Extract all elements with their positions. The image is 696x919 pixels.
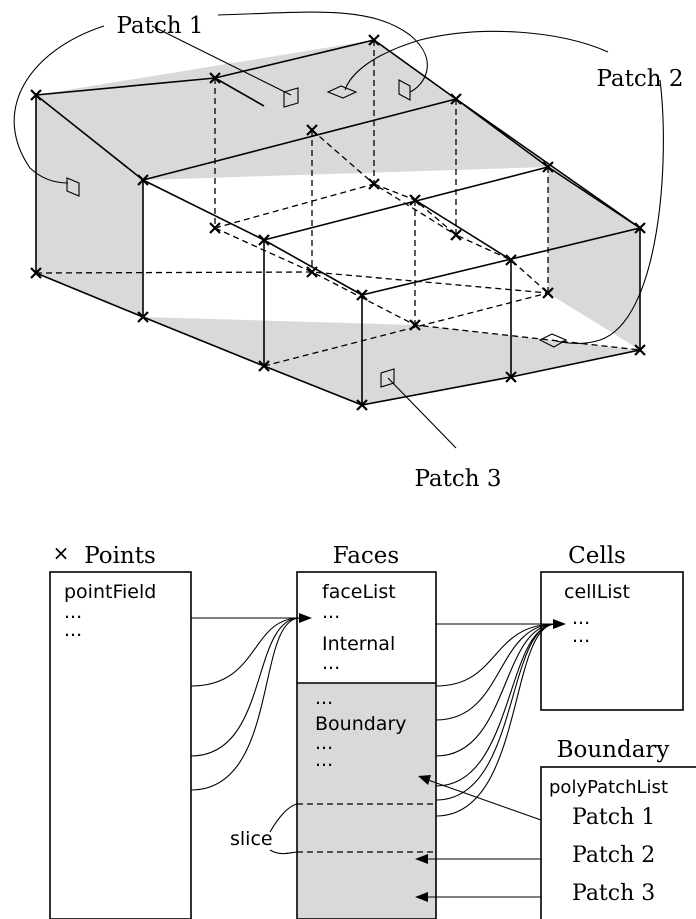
points-title: Points (84, 543, 156, 569)
vertex-marker (137, 174, 149, 186)
vertex-marker (356, 289, 368, 301)
vertex-marker (542, 287, 554, 299)
slice-label: slice (230, 828, 273, 850)
vertex-marker (368, 178, 380, 190)
vertex-marker (209, 222, 221, 234)
points-item-0: pointField (64, 581, 156, 603)
vertex-marker (634, 344, 646, 356)
patch3-leader (387, 377, 457, 449)
data-structure: × Points pointField ... ... Faces faceLi… (49, 541, 696, 919)
vertex-marker (450, 229, 462, 241)
faces-item-1: ... (322, 601, 340, 623)
vertex-marker (409, 319, 421, 331)
vertex-marker (368, 34, 380, 46)
faces-box (296, 571, 437, 919)
points-item-2: ... (64, 619, 82, 641)
points-item-1: ... (64, 601, 82, 623)
faces-boundary-region (297, 683, 436, 919)
points-to-faces-arrowhead (299, 613, 312, 623)
cells-item-1: ... (572, 607, 590, 629)
boundary-item-0: polyPatchList (549, 777, 668, 798)
vertex-marker (634, 222, 646, 234)
faces-boundary-item-1: Boundary (315, 713, 407, 735)
faces-title: Faces (333, 543, 399, 569)
cells-item-2: ... (572, 625, 590, 647)
faces-item-2: Internal (322, 633, 395, 655)
right-wall-face (548, 167, 640, 350)
cells-title: Cells (568, 543, 626, 569)
patch2-marker-bottom (538, 333, 568, 348)
vertex-marker (30, 89, 42, 101)
vertex-markers (30, 34, 646, 411)
patch-markers (66, 79, 568, 388)
boundary-item-3: Patch 3 (572, 881, 655, 906)
vertex-marker (258, 234, 270, 246)
vertex-marker (542, 161, 554, 173)
patch1-label: Patch 1 (116, 13, 203, 39)
patch3-label: Patch 3 (414, 466, 501, 492)
mesh-box: Patch 1 Patch 2 Patch 3 (13, 11, 684, 492)
patch2-leader-top (344, 30, 609, 91)
slice-brace-bottom (269, 849, 298, 855)
boundary-item-1: Patch 1 (572, 805, 655, 830)
patch1-marker-right (398, 79, 411, 101)
vertex-marker (409, 194, 421, 206)
leader-lines (13, 11, 664, 449)
patch3-marker (380, 368, 395, 388)
patch1-leader-mid (151, 25, 292, 96)
patch2-marker-top (326, 85, 358, 99)
connectors (190, 613, 566, 902)
vertex-marker (209, 72, 221, 84)
vertex-marker (505, 254, 517, 266)
points-marker: × (53, 541, 70, 565)
bottom-floor-face (143, 317, 640, 405)
points-box (49, 571, 192, 919)
top-boundary-face (36, 40, 640, 228)
faces-item-0: faceList (322, 581, 396, 603)
cells-box (540, 571, 684, 711)
boundary-title: Boundary (557, 737, 670, 763)
faces-to-cells-arrowhead (553, 619, 566, 629)
cells-item-0: cellList (564, 581, 630, 603)
left-wall-face (36, 95, 143, 317)
vertex-marker (30, 267, 42, 279)
patch2-leader-bottom (555, 79, 664, 345)
hidden-edges (35, 40, 641, 367)
boundary-box (540, 766, 696, 919)
vertex-marker (306, 124, 318, 136)
slice-brace-top (269, 803, 298, 833)
patch2-label: Patch 2 (596, 66, 683, 92)
patch1-leader-right (217, 11, 428, 93)
vertex-marker (306, 266, 318, 278)
vertex-marker (356, 399, 368, 411)
patch1-marker-left (66, 177, 80, 197)
faces-item-3: ... (322, 652, 340, 674)
boundary-patch1-arrow (427, 779, 542, 821)
vertex-marker (137, 311, 149, 323)
vertex-marker (258, 360, 270, 372)
vertex-marker (505, 371, 517, 383)
faces-boundary-item-0: ... (315, 687, 333, 709)
patch1-leader-left (13, 25, 105, 184)
boundary-item-2: Patch 2 (572, 843, 655, 868)
faces-boundary-item-2: ... (315, 732, 333, 754)
patch1-marker-mid (283, 87, 299, 108)
faces-boundary-item-3: ... (315, 749, 333, 771)
vertex-marker (450, 93, 462, 105)
